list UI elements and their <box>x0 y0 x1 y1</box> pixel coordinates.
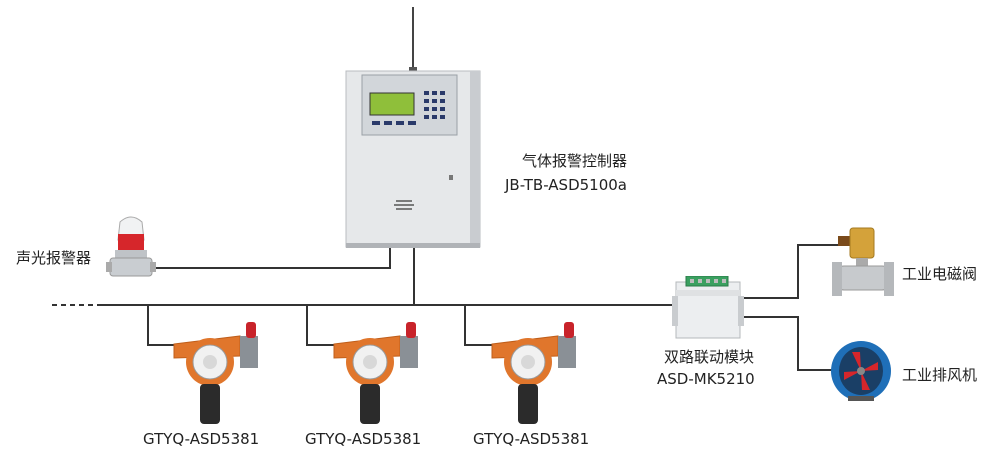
module-to-valve-line <box>740 244 840 299</box>
exhaust-fan-device <box>831 341 891 401</box>
module-name-label: 双路联动模块 <box>664 348 755 366</box>
module-to-fan-line <box>740 316 835 371</box>
module-model-label: ASD-MK5210 <box>657 370 755 388</box>
bus-to-detector-1-line <box>147 305 185 346</box>
detector-3-model-label: GTYQ-ASD5381 <box>473 430 590 448</box>
valve-name-label: 工业电磁阀 <box>902 265 978 283</box>
sound-light-alarm-device <box>106 216 156 277</box>
detector-1-model-label: GTYQ-ASD5381 <box>143 430 260 448</box>
bus-to-detector-3-line <box>464 305 503 346</box>
bus-to-detector-2-line <box>306 305 345 346</box>
controller-model-label: JB-TB-ASD5100a <box>505 176 627 194</box>
detector-2-model-label: GTYQ-ASD5381 <box>305 430 422 448</box>
solenoid-valve-device <box>832 227 894 296</box>
alarm-to-controller-line <box>150 248 391 269</box>
alarm-name-label: 声光报警器 <box>16 249 92 267</box>
fan-name-label: 工业排风机 <box>902 366 978 384</box>
gas-detector-3 <box>491 322 576 424</box>
gas-detector-1 <box>173 322 258 424</box>
controller-name-label: 气体报警控制器 <box>522 152 628 170</box>
gas-alarm-controller-cabinet <box>345 7 481 248</box>
gas-detector-2 <box>333 322 418 424</box>
linkage-module-device <box>672 276 744 339</box>
